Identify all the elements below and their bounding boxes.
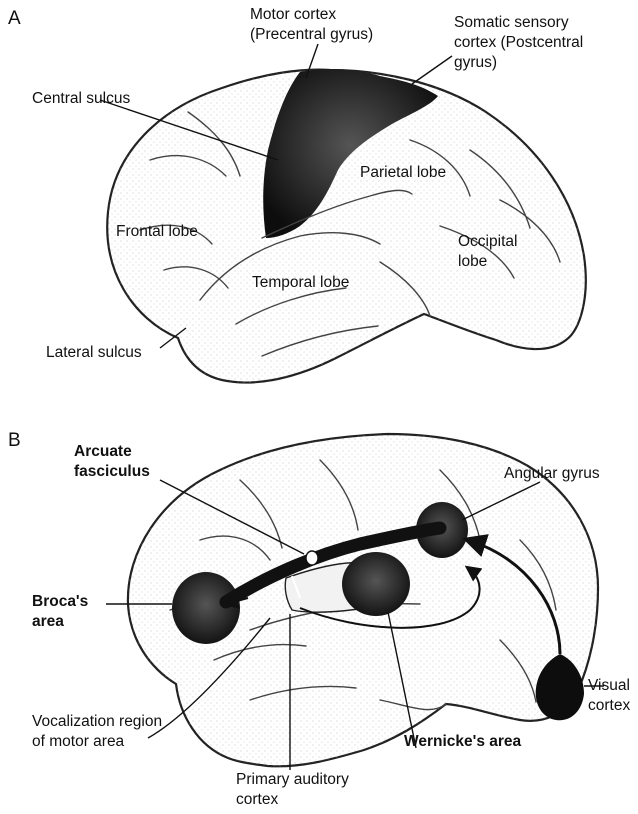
visual-cortex-label-2: cortex	[588, 697, 630, 714]
visual-cortex-label: Visual	[588, 677, 630, 694]
motor-cortex-label-2: (Precentral gyrus)	[250, 26, 373, 43]
somatic-sensory-leader	[412, 56, 452, 84]
brocas-area-label: Broca's	[32, 593, 88, 610]
occipital-lobe-label: Occipital	[458, 233, 517, 250]
frontal-lobe-label: Frontal lobe	[116, 223, 198, 240]
somatic-sensory-label: Somatic sensory	[454, 14, 569, 31]
panel-b: B	[8, 430, 630, 808]
panel-a-letter: A	[8, 8, 21, 29]
wernickes-area-label: Wernicke's area	[404, 733, 522, 750]
central-sulcus-label: Central sulcus	[32, 90, 130, 107]
primary-auditory-cortex-label: Primary auditory	[236, 771, 349, 788]
brocas-area-label-2: area	[32, 613, 64, 630]
angular-gyrus-label: Angular gyrus	[504, 465, 600, 482]
parietal-lobe-label: Parietal lobe	[360, 164, 446, 181]
panel-b-letter: B	[8, 430, 21, 451]
vocalization-region-label: Vocalization region	[32, 713, 162, 730]
arcuate-fasciculus-label: Arcuate	[74, 443, 132, 460]
somatic-sensory-label-2: cortex (Postcentral	[454, 34, 583, 51]
primary-auditory-cortex-label-2: cortex	[236, 791, 278, 808]
arcuate-fasciculus-marker	[306, 551, 318, 565]
panel-a: A Motor cortex (Precentral gyrus) Somati…	[8, 6, 586, 383]
vocalization-region-label-2: of motor area	[32, 733, 125, 750]
arcuate-fasciculus-label-2: fasciculus	[74, 463, 150, 480]
motor-cortex-label: Motor cortex	[250, 6, 336, 23]
lateral-sulcus-label: Lateral sulcus	[46, 344, 142, 361]
wernickes-area-region	[342, 552, 410, 616]
temporal-lobe-label: Temporal lobe	[252, 274, 349, 291]
occipital-lobe-label-2: lobe	[458, 253, 487, 270]
brocas-area-region	[172, 572, 240, 644]
somatic-sensory-label-3: gyrus)	[454, 54, 497, 71]
